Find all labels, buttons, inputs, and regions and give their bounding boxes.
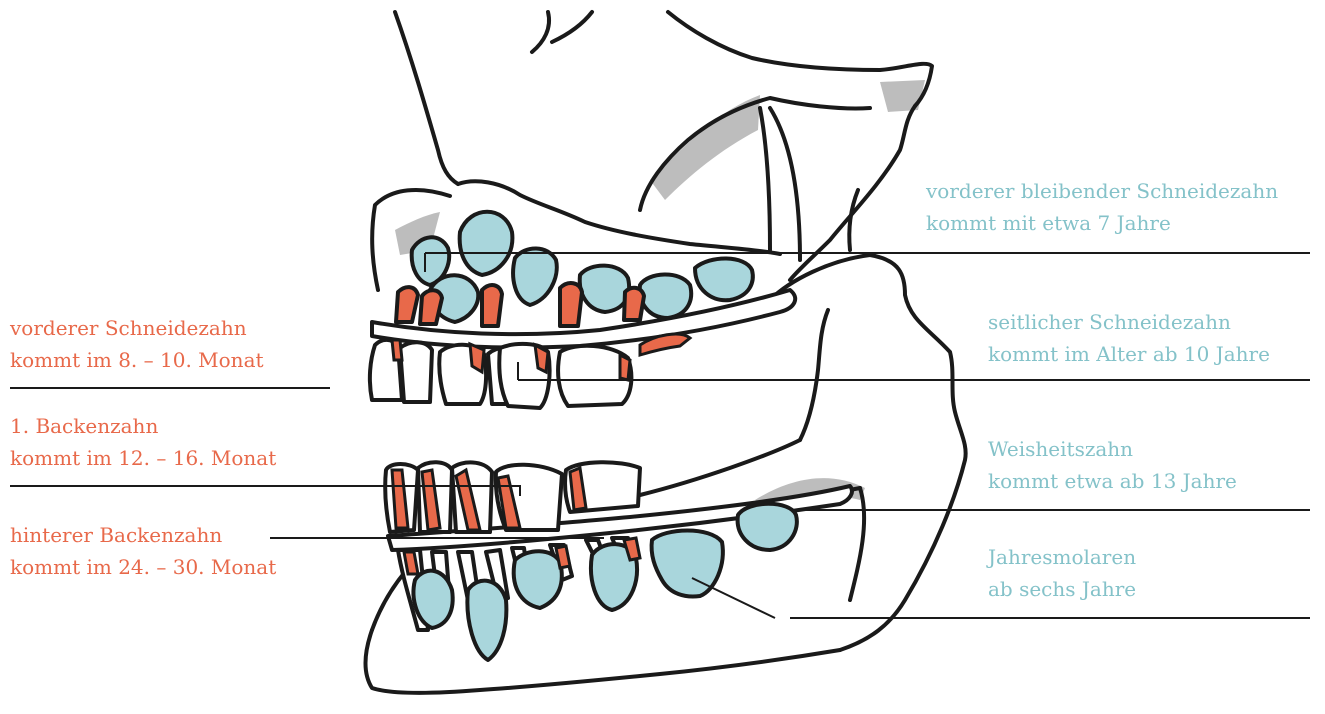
- label-second-molar-primary: hinterer Backenzahn kommt im 24. – 30. M…: [10, 519, 276, 583]
- label-subtitle: kommt mit etwa 7 Jahre: [926, 207, 1278, 239]
- label-title: vorderer bleibender Schneidezahn: [926, 175, 1278, 207]
- label-title: hinterer Backenzahn: [10, 519, 276, 551]
- pointer-right-1: [425, 253, 1310, 272]
- label-front-incisor-permanent: vorderer bleibender Schneidezahn kommt m…: [926, 175, 1278, 239]
- label-wisdom-tooth: Weisheitszahn kommt etwa ab 13 Jahre: [988, 433, 1237, 497]
- label-title: Weisheitszahn: [988, 433, 1237, 465]
- label-year-molars: Jahresmolaren ab sechs Jahre: [988, 541, 1136, 605]
- label-subtitle: kommt etwa ab 13 Jahre: [988, 465, 1237, 497]
- label-subtitle: ab sechs Jahre: [988, 573, 1136, 605]
- label-title: vorderer Schneidezahn: [10, 312, 264, 344]
- label-title: 1. Backenzahn: [10, 410, 276, 442]
- pointer-left-2: [10, 486, 520, 496]
- label-first-molar-primary: 1. Backenzahn kommt im 12. – 16. Monat: [10, 410, 276, 474]
- label-subtitle: kommt im Alter ab 10 Jahre: [988, 338, 1270, 370]
- label-subtitle: kommt im 12. – 16. Monat: [10, 442, 276, 474]
- label-subtitle: kommt im 24. – 30. Monat: [10, 551, 276, 583]
- label-title: seitlicher Schneidezahn: [988, 306, 1270, 338]
- label-front-incisor-primary: vorderer Schneidezahn kommt im 8. – 10. …: [10, 312, 264, 376]
- label-lateral-incisor: seitlicher Schneidezahn kommt im Alter a…: [988, 306, 1270, 370]
- label-title: Jahresmolaren: [988, 541, 1136, 573]
- label-subtitle: kommt im 8. – 10. Monat: [10, 344, 264, 376]
